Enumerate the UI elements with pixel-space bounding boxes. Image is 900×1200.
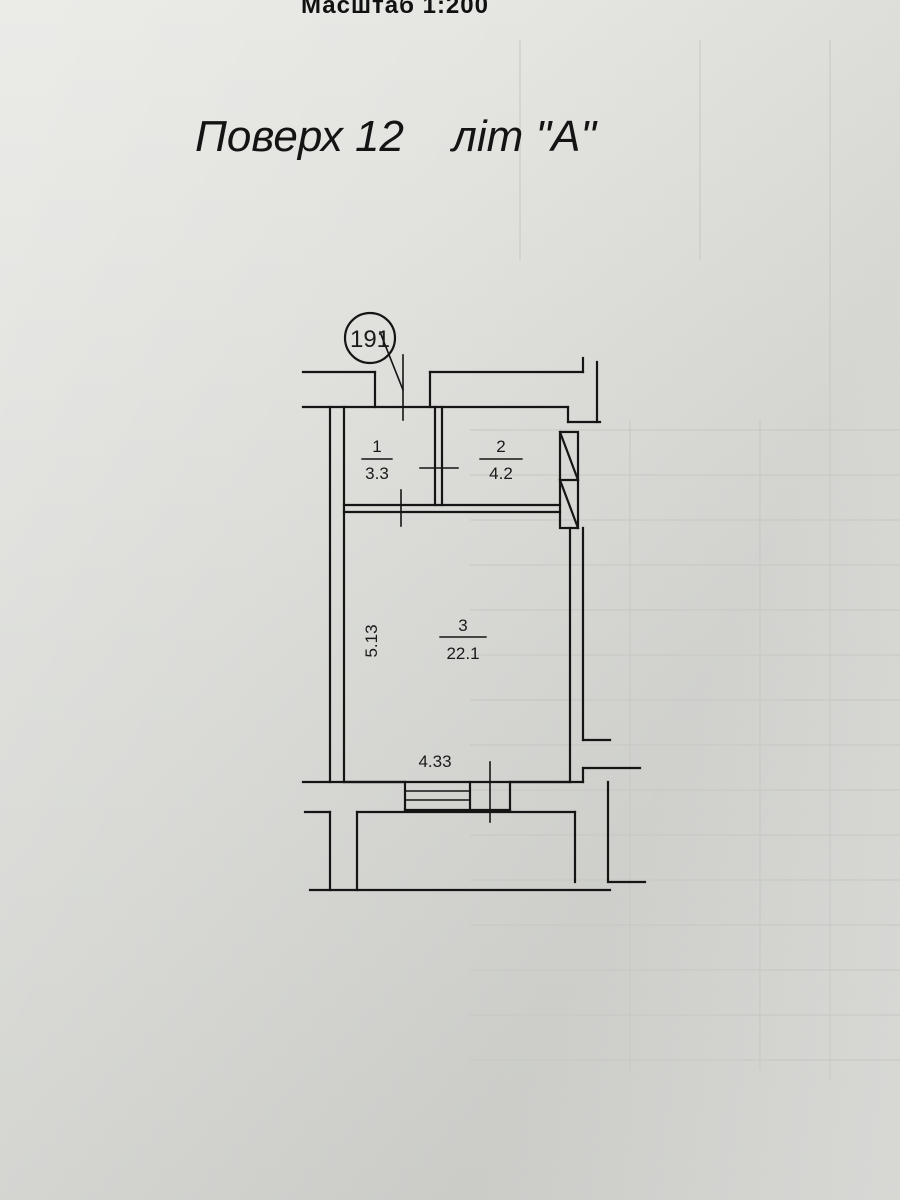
room-1-area: 3.3 (365, 464, 389, 483)
floor-label: Поверх 12 (195, 112, 404, 161)
building-number-circle (343, 311, 397, 365)
room-3-number: 3 (458, 616, 467, 635)
ventilation-shaft-hatch-1 (558, 430, 580, 482)
room-2-area: 4.2 (489, 464, 513, 483)
room-2-number: 2 (496, 437, 505, 456)
floor-title: Поверх 12 літ "А" (195, 112, 596, 162)
building-number: 191 (350, 326, 390, 353)
room-1-number: 1 (372, 437, 381, 456)
height-dimension: 5.13 (362, 624, 381, 657)
room-3-area: 22.1 (446, 644, 479, 663)
ventilation-shaft-hatch-2 (558, 478, 580, 530)
building-number-leader (378, 330, 405, 392)
width-dimension: 4.33 (418, 752, 451, 771)
scale-text: Масштаб 1:200 (301, 0, 489, 19)
letter-label: літ "А" (452, 112, 597, 161)
